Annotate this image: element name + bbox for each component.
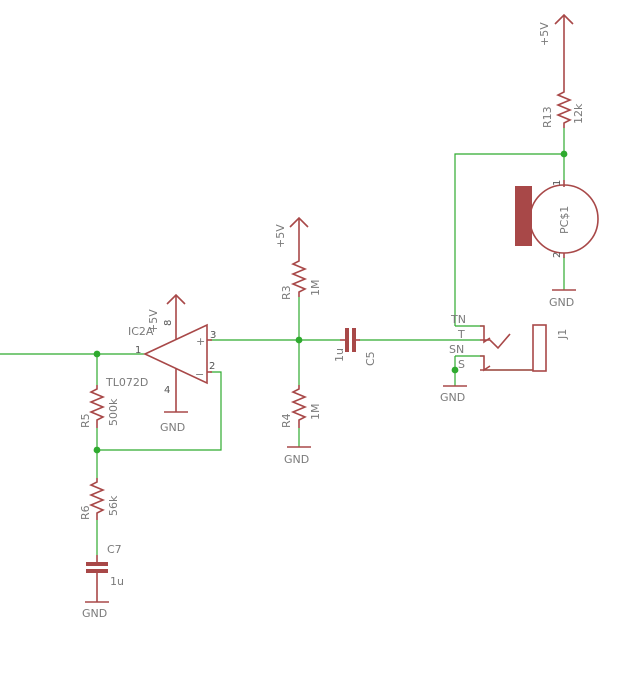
op-amp-gnd-label: GND [160,421,185,434]
feedback-wire [97,371,222,451]
wires [0,128,565,555]
op-amp-plus-sign: + [196,335,205,348]
op-amp-ic2a: + − 1 3 2 8 4 IC2A TL072D +5V GND [105,293,216,434]
resistor-r13: +5V R13 12k [538,13,585,128]
resistor-r5: R5 500k [79,385,120,428]
op-amp-pin-vcc-label: 8 [163,320,174,326]
op-amp-value: TL072D [105,376,148,389]
jack-body [532,324,547,372]
c5-value: 1u [333,348,346,362]
op-amp-pin-out-label: 1 [135,345,141,356]
c7-value: 1u [110,575,124,588]
junction-sn [451,366,459,374]
resistor-r6: R6 56k [79,478,120,520]
capacitor-c5: 1u C5 [333,328,377,366]
jack-sn-contact [480,355,491,372]
r3-value: 1M [309,280,322,297]
r6-zigzag [88,478,106,520]
resistor-r3: +5V R3 1M [274,216,322,300]
junction-bias [295,336,303,344]
jack-gnd-label: GND [440,391,465,404]
resistor-r4: R4 1M GND [280,385,322,466]
r3-name: R3 [280,285,293,300]
op-amp-supply-label: +5V [147,309,160,333]
capacitor-c7: C7 1u GND [82,543,124,620]
jack-sn-label: SN [449,343,464,356]
audio-jack-j1: TN T SN S J1 GND [440,313,569,404]
c5-name: C5 [364,351,377,366]
junction-mic [560,150,568,158]
wire-mic-tn [454,153,564,326]
c7-plate-bottom [86,569,108,573]
jack-tn-label: TN [450,313,466,326]
jack-name: J1 [556,329,569,340]
r3-supply-arrow [289,216,309,228]
op-amp-pin-vee-label: 4 [164,385,170,396]
mic-name: PC$1 [558,206,571,234]
r13-name: R13 [541,106,554,128]
r6-value: 56k [107,495,120,516]
r5-name: R5 [79,413,92,428]
r4-name: R4 [280,413,293,428]
op-amp-minus-sign: − [195,368,204,381]
r13-value: 12k [572,103,585,124]
r6-name: R6 [79,505,92,520]
jack-t-label: T [457,328,465,341]
r3-zigzag [290,255,308,297]
junctions [93,150,568,454]
r13-supply-arrow [554,13,574,25]
r4-value: 1M [309,404,322,421]
mic-gnd-label: GND [549,296,574,309]
mic-plate [515,186,532,246]
jack-t-contact [480,333,511,350]
mic-pin1-label: 1 [552,180,563,186]
c5-plate-right [352,328,356,352]
op-amp-name: IC2A [128,325,154,338]
c7-gnd-label: GND [82,607,107,620]
op-amp-supply-arrow [166,293,186,305]
junction-input [93,350,101,358]
r13-zigzag [555,88,573,128]
jack-s-label: S [458,358,465,371]
op-amp-pin-inp-label: 3 [210,330,216,341]
c7-plate-top [86,562,108,566]
r4-zigzag [290,385,308,428]
r3-supply-label: +5V [274,224,287,248]
c7-name: C7 [107,543,122,556]
junction-feedback [93,446,101,454]
r5-zigzag [88,385,106,428]
r4-gnd-label: GND [284,453,309,466]
op-amp-pin-inn-label: 2 [209,361,215,372]
r13-supply-label: +5V [538,22,551,46]
c5-plate-left [345,328,349,352]
electret-microphone: 1 2 PC$1 GND [515,180,599,309]
mic-pin2-label: 2 [552,252,563,258]
r5-value: 500k [107,398,120,426]
